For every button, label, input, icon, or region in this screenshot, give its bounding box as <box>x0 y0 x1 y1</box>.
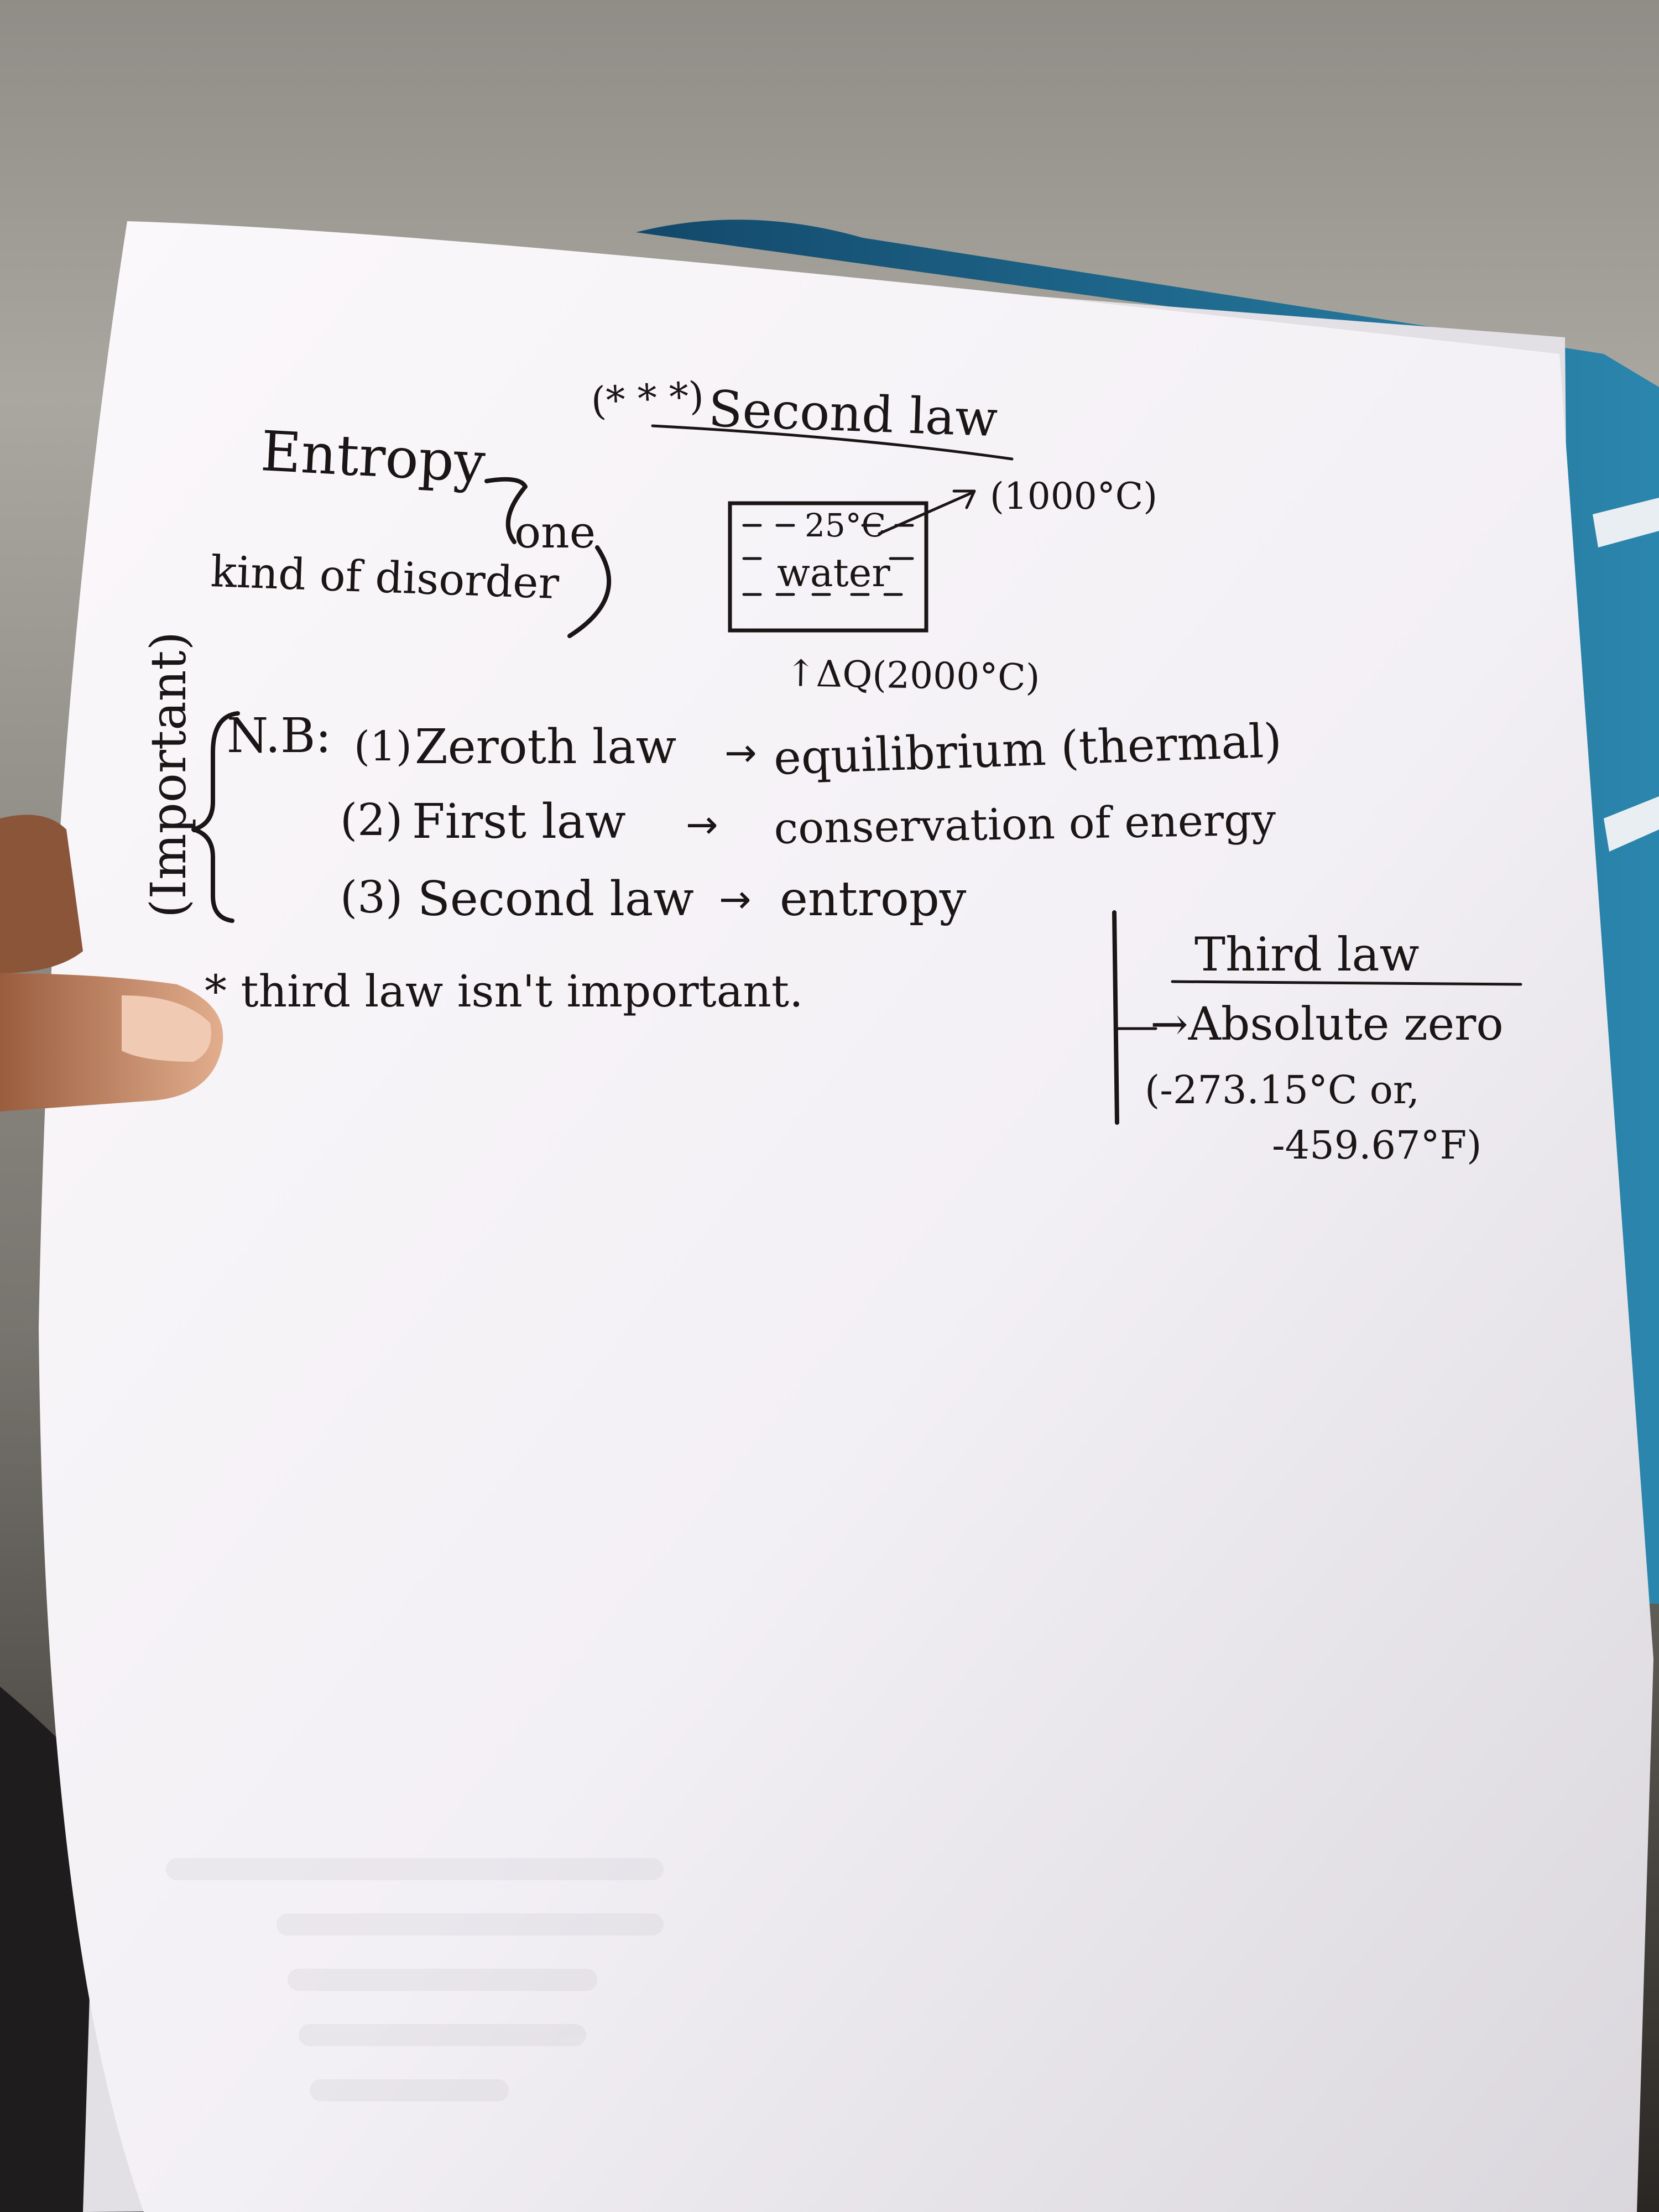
nb-prefix: N.B: <box>227 708 331 764</box>
third-law-line1: (-273.15°C or, <box>1145 1067 1420 1113</box>
third-law-vertical-line <box>1112 910 1119 1125</box>
third-law-block: Third law →Absolute zero (-273.15°C or, … <box>1112 910 1522 1168</box>
entropy-bracket <box>484 477 528 544</box>
beaker-target-temp: (1000°C) <box>990 475 1157 518</box>
nb-item-3-num: (3) <box>340 872 403 923</box>
third-law-line2: -459.67°F) <box>1272 1123 1481 1168</box>
beaker-arrow <box>878 489 976 535</box>
entropy-def-line1: one <box>514 507 596 558</box>
nb-item-3-arrow: → <box>719 877 752 922</box>
thumb <box>0 815 223 1112</box>
third-law-underline <box>1171 980 1522 986</box>
nb-item-1-law: Zeroth law <box>415 719 676 775</box>
nb-item-1-arrow: → <box>724 730 757 775</box>
beaker-label: water <box>777 550 890 596</box>
nb-item-2: (2) First law → conservation of energy <box>340 794 1276 854</box>
nb-item-2-arrow: → <box>686 802 718 847</box>
nb-item-2-law: First law <box>412 794 626 849</box>
paper-sheet <box>39 221 1653 2212</box>
nb-item-2-num: (2) <box>340 794 403 846</box>
heading-underline <box>651 424 1014 461</box>
entropy-term: Entropy <box>259 419 487 495</box>
nb-item-3: (3) Second law → entropy <box>340 872 967 927</box>
entropy-def-line2: kind of disorder <box>210 547 560 609</box>
entropy-close-paren <box>567 545 612 638</box>
important-label: (Important) <box>140 632 197 918</box>
nb-item-2-meaning: conservation of energy <box>774 795 1276 854</box>
bleed-through-marks <box>166 1858 664 2101</box>
beaker <box>728 501 928 633</box>
nb-item-1-num: (1) <box>354 723 412 770</box>
heading-title: Second law <box>707 380 999 448</box>
nb-item-3-law: Second law <box>418 872 694 927</box>
beaker-temp: 25°C <box>805 507 886 544</box>
footnote: * third law isn't important. <box>205 966 804 1017</box>
third-law-title: Third law <box>1194 927 1419 982</box>
third-law-absolute-zero: →Absolute zero <box>1150 998 1504 1051</box>
curly-brace <box>191 711 240 923</box>
beaker-heat-input: ↑ΔQ(2000°C) <box>785 652 1040 699</box>
nb-item-3-meaning: entropy <box>780 872 967 927</box>
beaker-diagram: 25°C water (1000°C) ↑ΔQ(2000°C) <box>728 475 1157 699</box>
heading-stars: (* * *) <box>590 373 705 424</box>
